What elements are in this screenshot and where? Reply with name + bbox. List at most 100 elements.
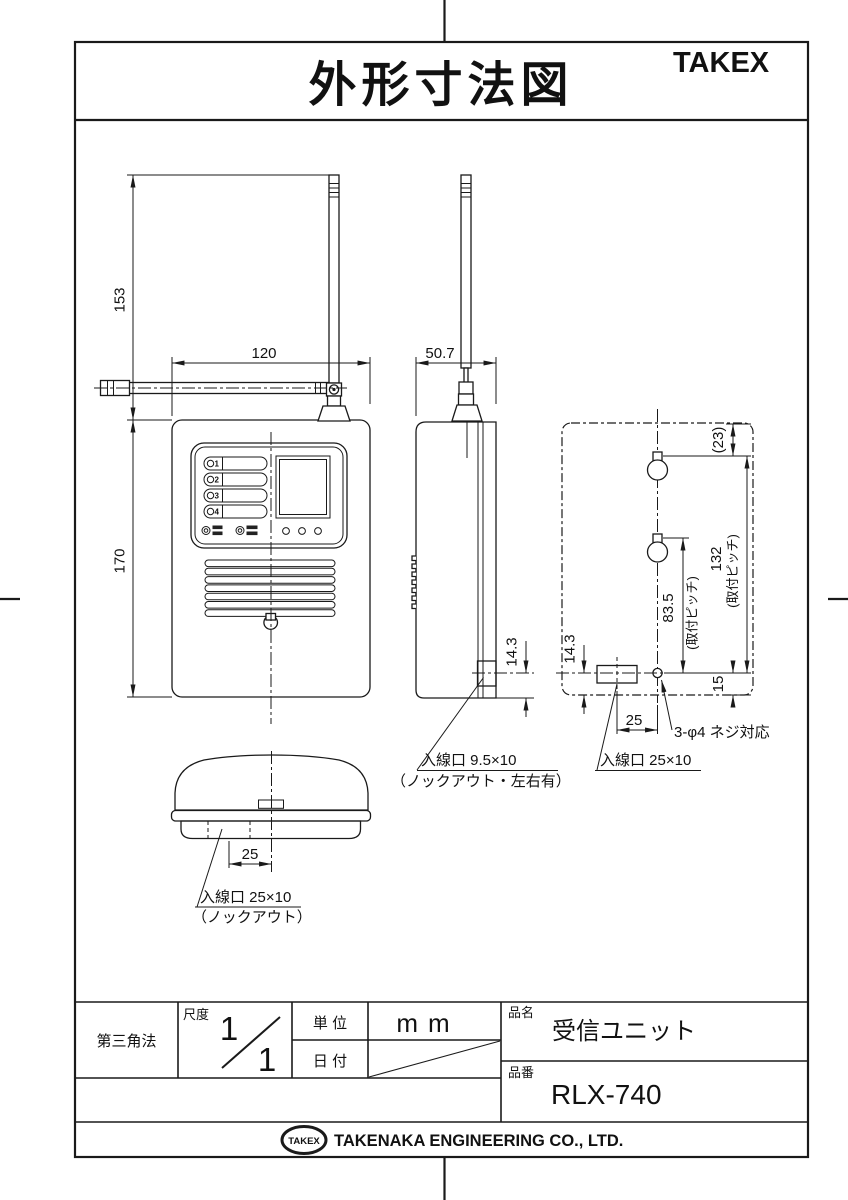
keyhole-circle [646, 541, 669, 563]
side-view: 50.7 14.3 入線口 9.5×10 （ノックアウト・左右有） [391, 174, 571, 790]
dim-pitch-half-note: (取付ピッチ) [685, 576, 700, 650]
antenna-rod [460, 174, 472, 369]
inlet-note: （ノックアウト・左右有） [391, 773, 571, 790]
product-number-label: 品番 [508, 1065, 534, 1080]
dim-body-width: 120 [251, 345, 276, 362]
channel-slot [203, 488, 268, 503]
antenna-mount-base [451, 404, 483, 422]
dim-inlet-offset: 25 [242, 846, 259, 863]
page-title: 外形寸法図 [308, 59, 573, 112]
bottom-tray [180, 820, 362, 840]
antenna-stem [463, 367, 469, 384]
inlet-label: 入線口 9.5×10 [421, 752, 516, 769]
button-icon [314, 527, 322, 535]
title-block: 第三角法 尺度 1 1 単 位 日 付 mm 品名 受信ユニット 品番 RLX-… [75, 1001, 808, 1123]
leader-line [196, 828, 223, 908]
side-antenna [451, 174, 483, 458]
antenna-mount-base [317, 405, 351, 422]
unit-label: 単 位 [313, 1015, 347, 1032]
display-window-outer [275, 455, 331, 519]
channel-slot [203, 456, 268, 471]
indicator-row [201, 525, 322, 536]
antenna-hinge [458, 381, 474, 395]
front-view: 1 2 3 4 [94, 174, 371, 724]
channel-number: 4 [215, 508, 220, 517]
speaker-grille [204, 559, 336, 617]
scale-numerator: 1 [220, 1010, 238, 1047]
inlet-label: 入線口 25×10 [600, 752, 691, 769]
side-dimensions: 50.7 14.3 [415, 345, 534, 717]
bottom-view: 25 入線口 25×10 （ノックアウト） [170, 751, 372, 926]
scale-slash [221, 1016, 281, 1069]
indicator-led-icon [235, 526, 245, 535]
indicator-label-illegible [212, 531, 223, 536]
inlet-label: 入線口 25×10 [200, 889, 291, 906]
indicator-led-icon [203, 528, 209, 533]
date-label: 日 付 [313, 1053, 347, 1070]
antenna-joint [457, 393, 475, 406]
front-panel-outer [190, 442, 348, 549]
front-antenna [94, 174, 351, 422]
channel-slot [203, 472, 268, 487]
grille-slot [204, 576, 336, 584]
indicator-label-illegible [212, 525, 223, 530]
keyhole-circle [646, 459, 669, 481]
indicator-led-icon [237, 528, 243, 533]
antenna-joint [326, 395, 342, 407]
dim-pitch-full-note: (取付ピッチ) [725, 534, 740, 608]
channel-slot [203, 504, 268, 519]
grille-slot [204, 559, 336, 568]
keyhole-slot-tab [652, 451, 663, 462]
company-logo-text: TAKEX [288, 1136, 320, 1147]
channel-led-icon [206, 475, 215, 484]
side-inlet-callout: 入線口 9.5×10 （ノックアウト・左右有） [391, 677, 571, 790]
dim-pitch-half: 83.5 [660, 593, 677, 622]
front-panel-inner [194, 446, 344, 545]
scale-denominator: 1 [258, 1041, 276, 1078]
product-name-value: 受信ユニット [552, 1018, 696, 1045]
dim-top-ref: (23) [710, 427, 727, 454]
dim-knockout-offset: 14.3 [562, 634, 579, 663]
antenna-rod [328, 174, 340, 384]
projection-method: 第三角法 [96, 1032, 156, 1050]
drawing-border [73, 40, 810, 1159]
dim-inlet-offset: 25 [626, 712, 643, 729]
company-name: TAKENAKA ENGINEERING CO., LTD. [334, 1132, 623, 1150]
dim-bottom-offset: 15 [710, 676, 727, 693]
display-window-inner [279, 459, 327, 515]
channel-slots: 1 2 3 4 [203, 456, 268, 519]
channel-number: 1 [215, 460, 220, 469]
button-icon [298, 527, 306, 535]
leader-line [596, 683, 618, 771]
side-body-outline [415, 421, 497, 699]
dim-pitch-full: 132 [708, 546, 725, 571]
brand-logo-text: TAKEX [673, 47, 770, 79]
antenna-pivot-dot [332, 387, 336, 392]
company-logo-oval-icon [280, 1125, 328, 1155]
screw-spec-label: 3-φ4 ネジ対応 [674, 724, 770, 741]
channel-number: 3 [215, 492, 220, 501]
dim-depth: 50.7 [425, 345, 454, 362]
channel-led-icon [206, 459, 215, 468]
dim-antenna-height: 153 [112, 287, 129, 312]
channel-number: 2 [215, 476, 220, 485]
grille-slot [204, 584, 336, 593]
button-icon [282, 527, 290, 535]
footer: TAKEX TAKENAKA ENGINEERING CO., LTD. [280, 1125, 623, 1155]
side-ribs [411, 555, 417, 610]
scale-label: 尺度 [183, 1007, 209, 1022]
indicator-label-illegible [246, 525, 258, 530]
indicator-led-icon [201, 526, 211, 535]
grille-slot [204, 592, 336, 601]
channel-led-icon [206, 491, 215, 500]
leader-line [416, 677, 484, 771]
inlet-note: （ノックアウト） [192, 909, 312, 926]
indicator-label-illegible [246, 531, 258, 536]
leader-line [661, 679, 673, 731]
dim-knockout-offset: 14.3 [504, 637, 521, 666]
unit-value: mm [396, 1008, 459, 1038]
keyhole-slot-tab [652, 533, 663, 544]
